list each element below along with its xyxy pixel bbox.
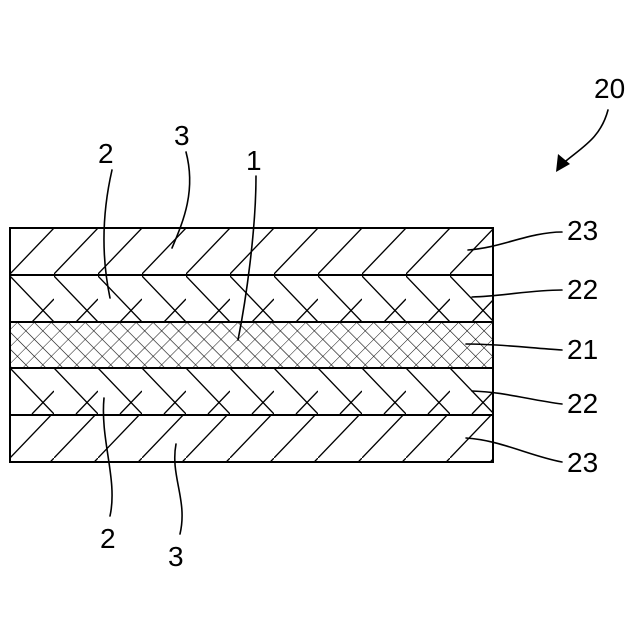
layer-22-top [10,275,493,322]
ref-23-bottom: 23 [567,447,598,478]
ref-21: 21 [567,334,598,365]
layer-22-bottom [10,368,493,415]
ref-3-top: 3 [174,120,190,151]
assembly-callout: 20 [556,73,625,172]
assembly-ref-label: 20 [594,73,625,104]
ref-3-bottom: 3 [168,541,184,572]
ref-22-top: 22 [567,274,598,305]
assembly-arrow-line [560,110,608,166]
layer-23-bottom [10,415,493,462]
ref-2-top: 2 [98,138,114,169]
ref-2-bottom: 2 [100,523,116,554]
ref-23-top: 23 [567,215,598,246]
layer-21-core [10,322,493,368]
ref-22-bottom: 22 [567,388,598,419]
ref-1-top: 1 [246,145,262,176]
assembly-arrow-head [556,154,570,172]
